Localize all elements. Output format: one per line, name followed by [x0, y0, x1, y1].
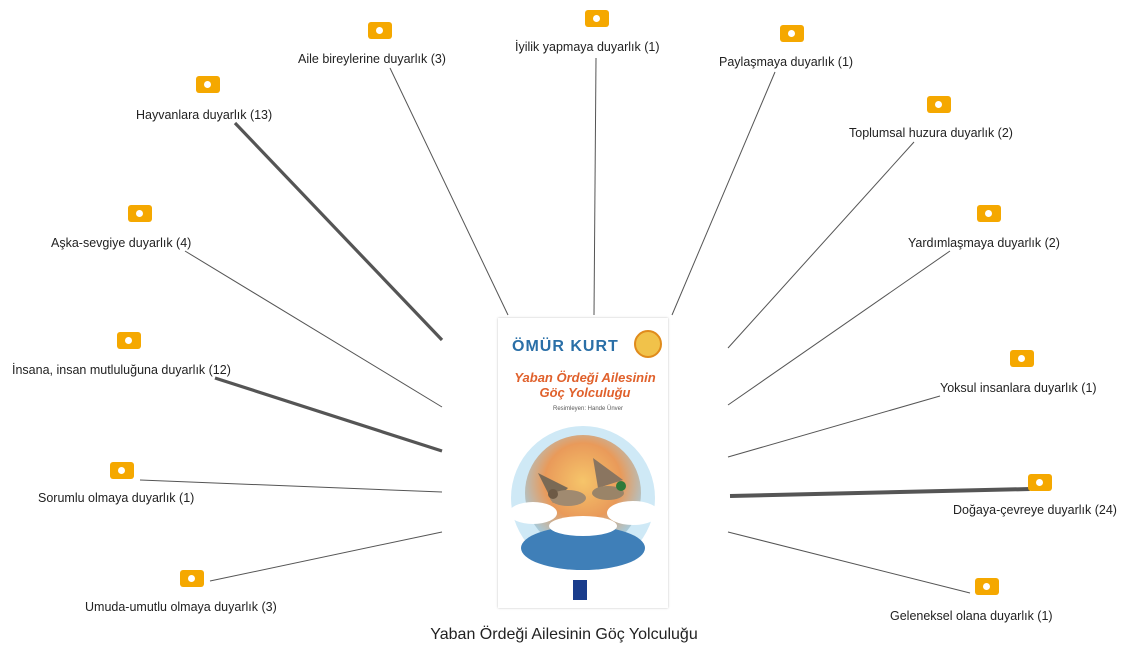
tag-icon	[585, 10, 609, 27]
category-label-aile: Aile bireylerine duyarlık (3)	[298, 52, 446, 66]
tag-icon	[975, 578, 999, 595]
book-cover-title-line1: Yaban Ördeği Ailesinin	[514, 370, 656, 385]
tag-icon	[180, 570, 204, 587]
category-label-ask: Aşka-sevgiye duyarlık (4)	[51, 236, 192, 250]
tag-icon	[110, 462, 134, 479]
book-illustrator: Resimleyen: Hande Ünver	[552, 406, 624, 412]
book-cover-title: Yaban Ördeği Ailesinin Göç Yolculuğu	[510, 370, 660, 400]
category-label-gelenek: Geleneksel olana duyarlık (1)	[890, 609, 1053, 623]
tag-icon	[780, 25, 804, 42]
tag-icon	[196, 76, 220, 93]
category-label-insan: İnsana, insan mutluluğuna duyarlık (12)	[12, 363, 231, 377]
connector-line-ask	[184, 250, 443, 408]
connector-line-aile	[389, 67, 509, 316]
category-label-iyilik: İyilik yapmaya duyarlık (1)	[515, 40, 660, 54]
connector-line-gelenek	[727, 531, 971, 594]
category-label-doga: Doğaya-çevreye duyarlık (24)	[953, 503, 1117, 517]
book-cover-title-line2: Göç Yolculuğu	[539, 385, 631, 400]
category-label-yoksul: Yoksul insanlara duyarlık (1)	[940, 381, 1097, 395]
tag-icon	[117, 332, 141, 349]
connector-line-iyilik	[593, 57, 597, 316]
connector-line-doga	[729, 487, 1031, 498]
tag-icon	[1028, 474, 1052, 491]
category-label-sorumlu: Sorumlu olmaya duyarlık (1)	[38, 491, 195, 505]
category-label-toplumsal: Toplumsal huzura duyarlık (2)	[849, 126, 1013, 140]
connector-line-paylasma	[671, 71, 776, 316]
connector-line-hayvan	[233, 121, 444, 342]
connector-line-umut	[209, 531, 443, 582]
connector-line-toplumsal	[727, 141, 915, 349]
connector-line-yardim	[727, 250, 951, 406]
duck-illustration	[509, 426, 659, 570]
category-label-umut: Umuda-umutlu olmaya duyarlık (3)	[85, 600, 277, 614]
book-cover: ÖMÜR KURT Yaban Ördeği Ailesinin Göç Yol…	[498, 318, 668, 608]
category-label-yardim: Yardımlaşmaya duyarlık (2)	[908, 236, 1060, 250]
publisher-logo-icon	[573, 580, 587, 600]
connector-line-insan	[214, 376, 443, 453]
book-author: ÖMÜR KURT	[512, 338, 619, 355]
connector-line-yoksul	[727, 395, 941, 458]
tag-icon	[977, 205, 1001, 222]
tag-icon	[368, 22, 392, 39]
diagram-title: Yaban Ördeği Ailesinin Göç Yolculuğu	[430, 626, 698, 643]
tag-icon	[1010, 350, 1034, 367]
tag-icon	[128, 205, 152, 222]
category-label-hayvan: Hayvanlara duyarlık (13)	[136, 108, 273, 122]
tag-icon	[927, 96, 951, 113]
connector-line-sorumlu	[139, 479, 443, 493]
category-label-paylasma: Paylaşmaya duyarlık (1)	[719, 55, 854, 69]
award-badge-icon	[634, 330, 662, 358]
